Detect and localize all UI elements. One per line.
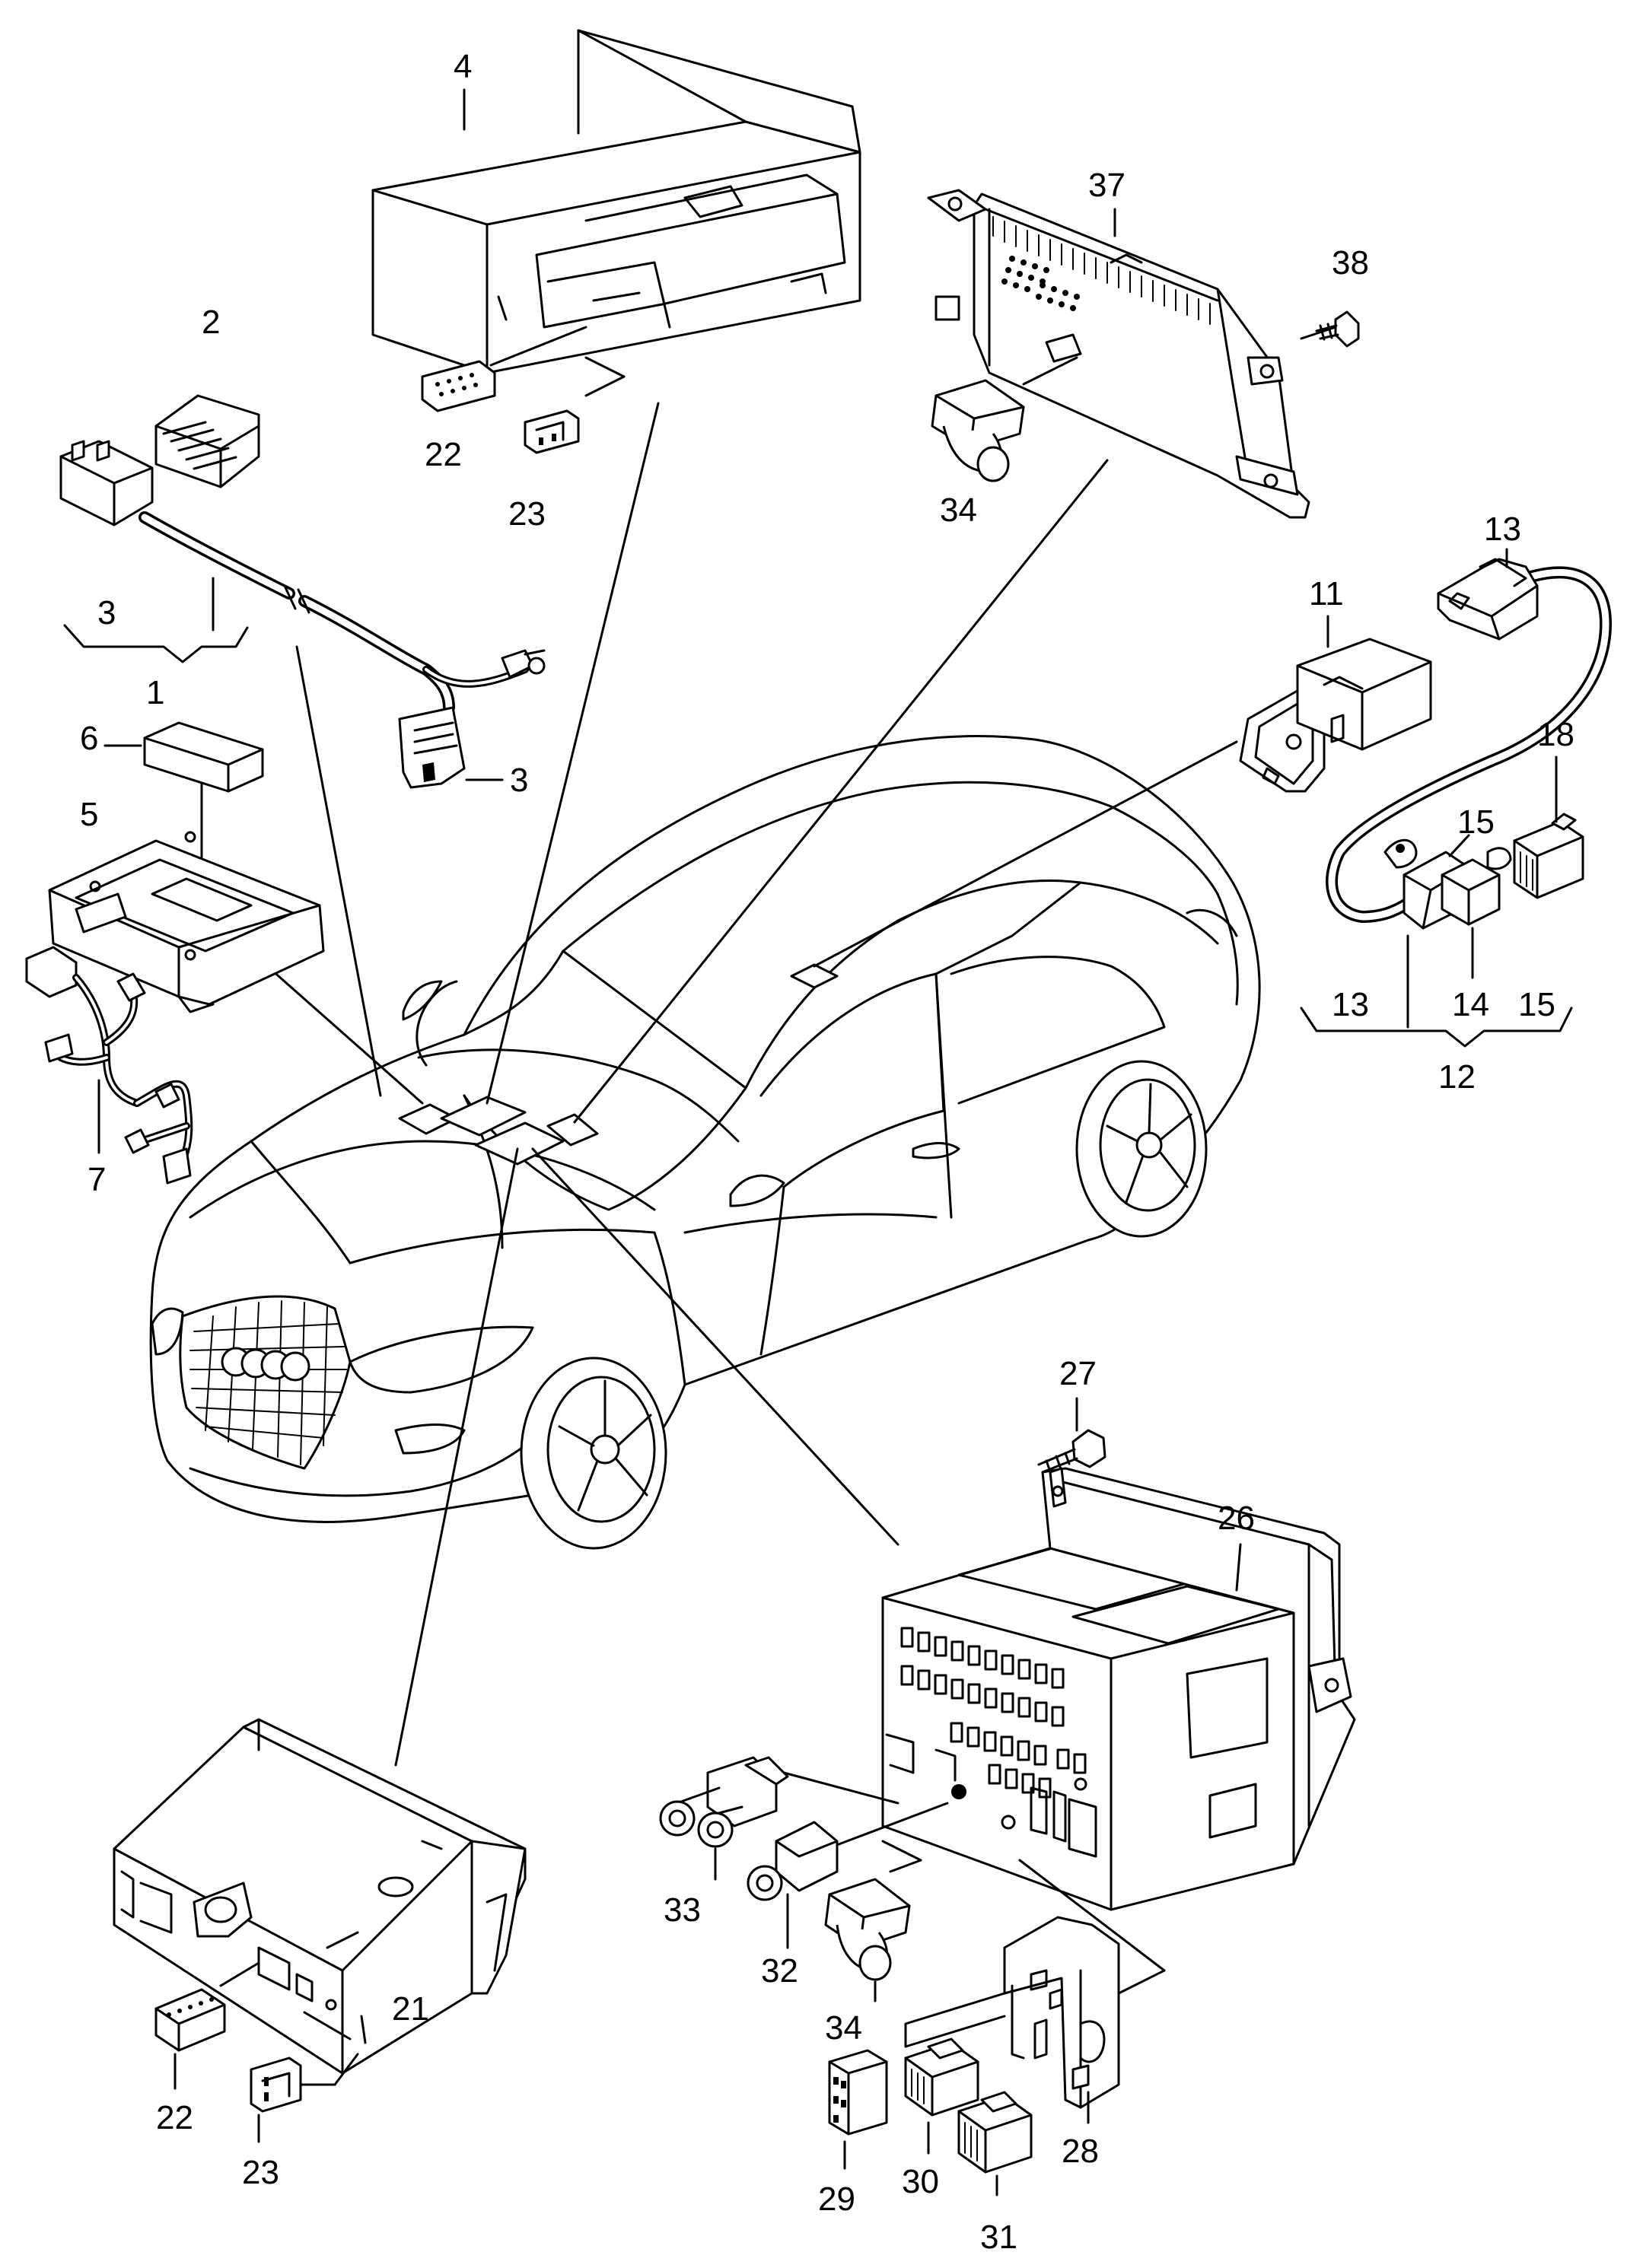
connector-22-bottom bbox=[154, 1988, 226, 2052]
callout-11: 11 bbox=[1309, 575, 1344, 612]
module-37 bbox=[927, 189, 1310, 519]
harness-1 bbox=[59, 440, 546, 789]
bracket-28 bbox=[904, 1916, 1120, 2124]
callout-26: 26 bbox=[1218, 1500, 1255, 1537]
callout-14: 14 bbox=[1452, 986, 1489, 1023]
callout-23-bottom: 23 bbox=[242, 2154, 279, 2191]
connector-22-top bbox=[421, 360, 496, 412]
unit-4 bbox=[371, 29, 861, 374]
car-illustration bbox=[149, 735, 1261, 1550]
harness-12 bbox=[1326, 558, 1613, 930]
unit-4-leaders bbox=[463, 88, 626, 397]
connector-30 bbox=[904, 2037, 979, 2155]
callout-13-top: 13 bbox=[1484, 511, 1521, 548]
connector-31 bbox=[957, 2091, 1033, 2196]
callout-7: 7 bbox=[88, 1161, 106, 1198]
bracket-1-3 bbox=[63, 577, 504, 781]
module-6 bbox=[143, 721, 264, 793]
leaders-21 bbox=[174, 1961, 367, 2143]
callout-1: 1 bbox=[146, 674, 164, 711]
callout-34-bottom: 34 bbox=[825, 2009, 862, 2047]
connector-18 bbox=[1513, 813, 1584, 899]
callout-34-top: 34 bbox=[940, 491, 977, 529]
connector-34-top bbox=[931, 379, 1025, 482]
connector-34-bottom bbox=[824, 1878, 911, 2002]
bracket-5 bbox=[48, 831, 325, 1013]
callout-labels: 4 22 23 2 3 1 3 6 5 7 37 38 34 13 11 18 … bbox=[80, 48, 1574, 2256]
callout-12: 12 bbox=[1438, 1058, 1476, 1096]
callout-21: 21 bbox=[392, 1990, 429, 2028]
screw-27 bbox=[1037, 1429, 1106, 1474]
radio-26 bbox=[881, 1467, 1356, 1911]
callout-22-top: 22 bbox=[425, 436, 462, 473]
callout-27: 27 bbox=[1059, 1355, 1097, 1392]
callout-15a: 15 bbox=[1457, 803, 1495, 841]
callout-18: 18 bbox=[1537, 716, 1574, 753]
callout-33: 33 bbox=[664, 1891, 701, 1929]
connector-11 bbox=[1239, 638, 1432, 793]
callout-2: 2 bbox=[202, 304, 220, 341]
callout-4: 4 bbox=[454, 48, 472, 85]
callout-31: 31 bbox=[980, 2219, 1017, 2256]
callout-23-top: 23 bbox=[508, 495, 546, 533]
leaders-11-18 bbox=[1300, 548, 1573, 1048]
callout-37: 37 bbox=[1088, 167, 1126, 204]
leader-lines bbox=[257, 402, 1238, 1767]
screw-38 bbox=[1315, 310, 1360, 348]
callout-30: 30 bbox=[902, 2163, 939, 2200]
radio-21 bbox=[113, 1718, 527, 2075]
callout-13b: 13 bbox=[1332, 986, 1369, 1023]
callout-22-bottom: 22 bbox=[156, 2099, 193, 2136]
callout-3b: 3 bbox=[510, 762, 528, 799]
connector-29 bbox=[828, 2049, 888, 2170]
callout-15b: 15 bbox=[1518, 986, 1555, 1023]
connector-2 bbox=[154, 394, 260, 488]
harness-7 bbox=[25, 946, 193, 1185]
callout-32: 32 bbox=[761, 1952, 798, 1990]
callout-6: 6 bbox=[80, 720, 98, 757]
callout-29: 29 bbox=[818, 2181, 855, 2218]
connector-32 bbox=[747, 1821, 839, 1949]
callout-3a: 3 bbox=[97, 594, 116, 631]
connector-23-top bbox=[524, 409, 580, 454]
connector-33 bbox=[659, 1756, 789, 1881]
callout-5: 5 bbox=[80, 796, 98, 833]
callout-38: 38 bbox=[1332, 244, 1369, 282]
connector-23-bottom bbox=[250, 2056, 302, 2113]
callout-28: 28 bbox=[1062, 2133, 1099, 2170]
